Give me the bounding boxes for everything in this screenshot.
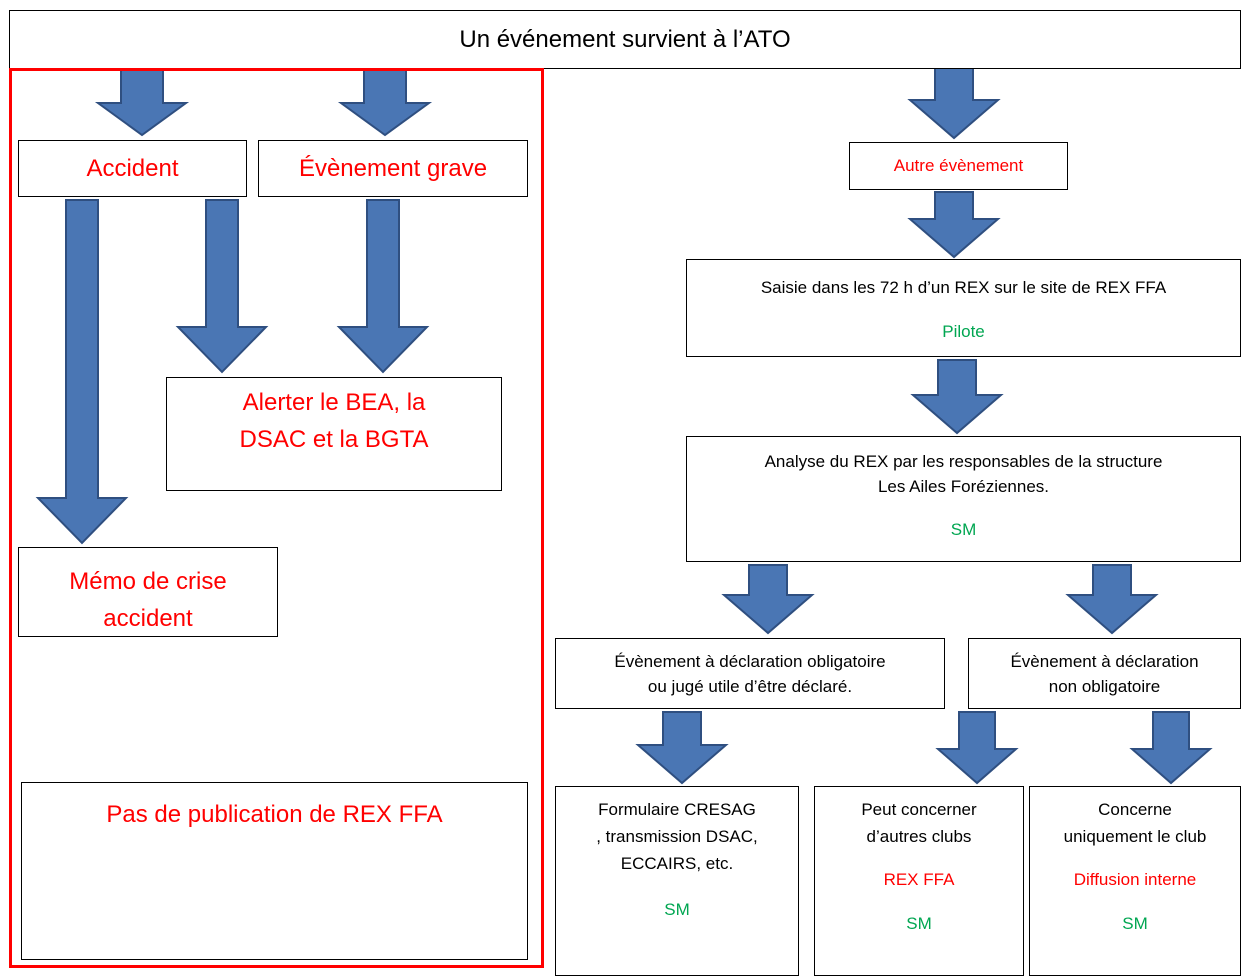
- pas-publication-box: Pas de publication de REX FFA: [21, 782, 528, 960]
- autre-evenement-label: Autre évènement: [893, 156, 1024, 175]
- uniquement-club-line-1: Concerne: [1098, 800, 1172, 819]
- formulaire-line-1: Formulaire CRESAG: [598, 800, 756, 819]
- formulaire-line-3: ECCAIRS, etc.: [620, 854, 734, 873]
- arrow-non-obligatoire-to-autres-clubs: [935, 711, 1019, 785]
- pas-publication-label: Pas de publication de REX FFA: [106, 801, 443, 828]
- autres-clubs-line-1: Peut concerner: [861, 800, 977, 819]
- declaration-non-obligatoire-line-1: Évènement à déclaration: [1010, 652, 1199, 671]
- arrow-to-evenement-grave: [337, 65, 433, 137]
- analyse-line-2: Les Ailes Foréziennes.: [877, 477, 1050, 496]
- accident-label: Accident: [86, 155, 179, 182]
- memo-crise-box: Mémo de crise accident: [18, 547, 278, 637]
- declaration-obligatoire-line-2: ou jugé utile d’être déclaré.: [647, 677, 853, 696]
- page-title: Un événement survient à l’ATO: [459, 26, 791, 53]
- formulaire-role: SM: [664, 900, 690, 919]
- arrow-grave-to-alerter: [336, 199, 430, 374]
- arrow-obligatoire-to-formulaire: [635, 711, 729, 785]
- analyse-box: Analyse du REX par les responsables de l…: [686, 436, 1241, 562]
- declaration-non-obligatoire-line-2: non obligatoire: [1048, 677, 1161, 696]
- alerter-line-2: DSAC et la BGTA: [239, 426, 429, 453]
- analyse-line-1: Analyse du REX par les responsables de l…: [764, 452, 1163, 471]
- arrow-non-obligatoire-to-uniquement-club: [1129, 711, 1213, 785]
- uniquement-club-role: SM: [1122, 914, 1148, 933]
- arrow-saisie-to-analyse: [910, 359, 1004, 435]
- uniquement-club-box: Concerne uniquement le club Diffusion in…: [1029, 786, 1241, 976]
- arrow-analyse-to-non-obligatoire: [1065, 564, 1159, 635]
- arrow-analyse-to-obligatoire: [721, 564, 815, 635]
- saisie-box: Saisie dans les 72 h d’un REX sur le sit…: [686, 259, 1241, 357]
- analyse-role: SM: [950, 520, 977, 539]
- arrow-accident-to-alerter: [175, 199, 269, 374]
- memo-line-1: Mémo de crise: [69, 568, 227, 595]
- evenement-grave-label: Évènement grave: [298, 155, 488, 182]
- declaration-non-obligatoire-box: Évènement à déclaration non obligatoire: [968, 638, 1241, 709]
- alerter-box: Alerter le BEA, la DSAC et la BGTA: [166, 377, 502, 491]
- formulaire-box: Formulaire CRESAG , transmission DSAC, E…: [555, 786, 799, 976]
- saisie-text: Saisie dans les 72 h d’un REX sur le sit…: [760, 278, 1167, 297]
- saisie-role: Pilote: [942, 322, 985, 341]
- accident-box: Accident: [18, 140, 247, 197]
- alerter-line-1: Alerter le BEA, la: [242, 389, 426, 416]
- autres-clubs-box: Peut concerner d’autres clubs REX FFA SM: [814, 786, 1024, 976]
- evenement-grave-box: Évènement grave: [258, 140, 528, 197]
- arrow-autre-to-saisie: [907, 191, 1001, 259]
- memo-line-2: accident: [103, 605, 193, 632]
- autres-clubs-line-2: d’autres clubs: [866, 827, 972, 846]
- arrow-accident-to-memo: [35, 199, 129, 545]
- autres-clubs-action: REX FFA: [883, 870, 955, 889]
- autre-evenement-box: Autre évènement: [849, 142, 1068, 190]
- declaration-obligatoire-box: Évènement à déclaration obligatoire ou j…: [555, 638, 945, 709]
- uniquement-club-line-2: uniquement le club: [1063, 827, 1207, 846]
- arrow-to-autre-evenement: [907, 65, 1001, 140]
- formulaire-line-2: , transmission DSAC,: [596, 827, 758, 846]
- autres-clubs-role: SM: [906, 914, 932, 933]
- declaration-obligatoire-line-1: Évènement à déclaration obligatoire: [614, 652, 886, 671]
- arrow-to-accident: [94, 65, 190, 137]
- uniquement-club-action: Diffusion interne: [1073, 870, 1197, 889]
- title-box: Un événement survient à l’ATO: [9, 10, 1241, 69]
